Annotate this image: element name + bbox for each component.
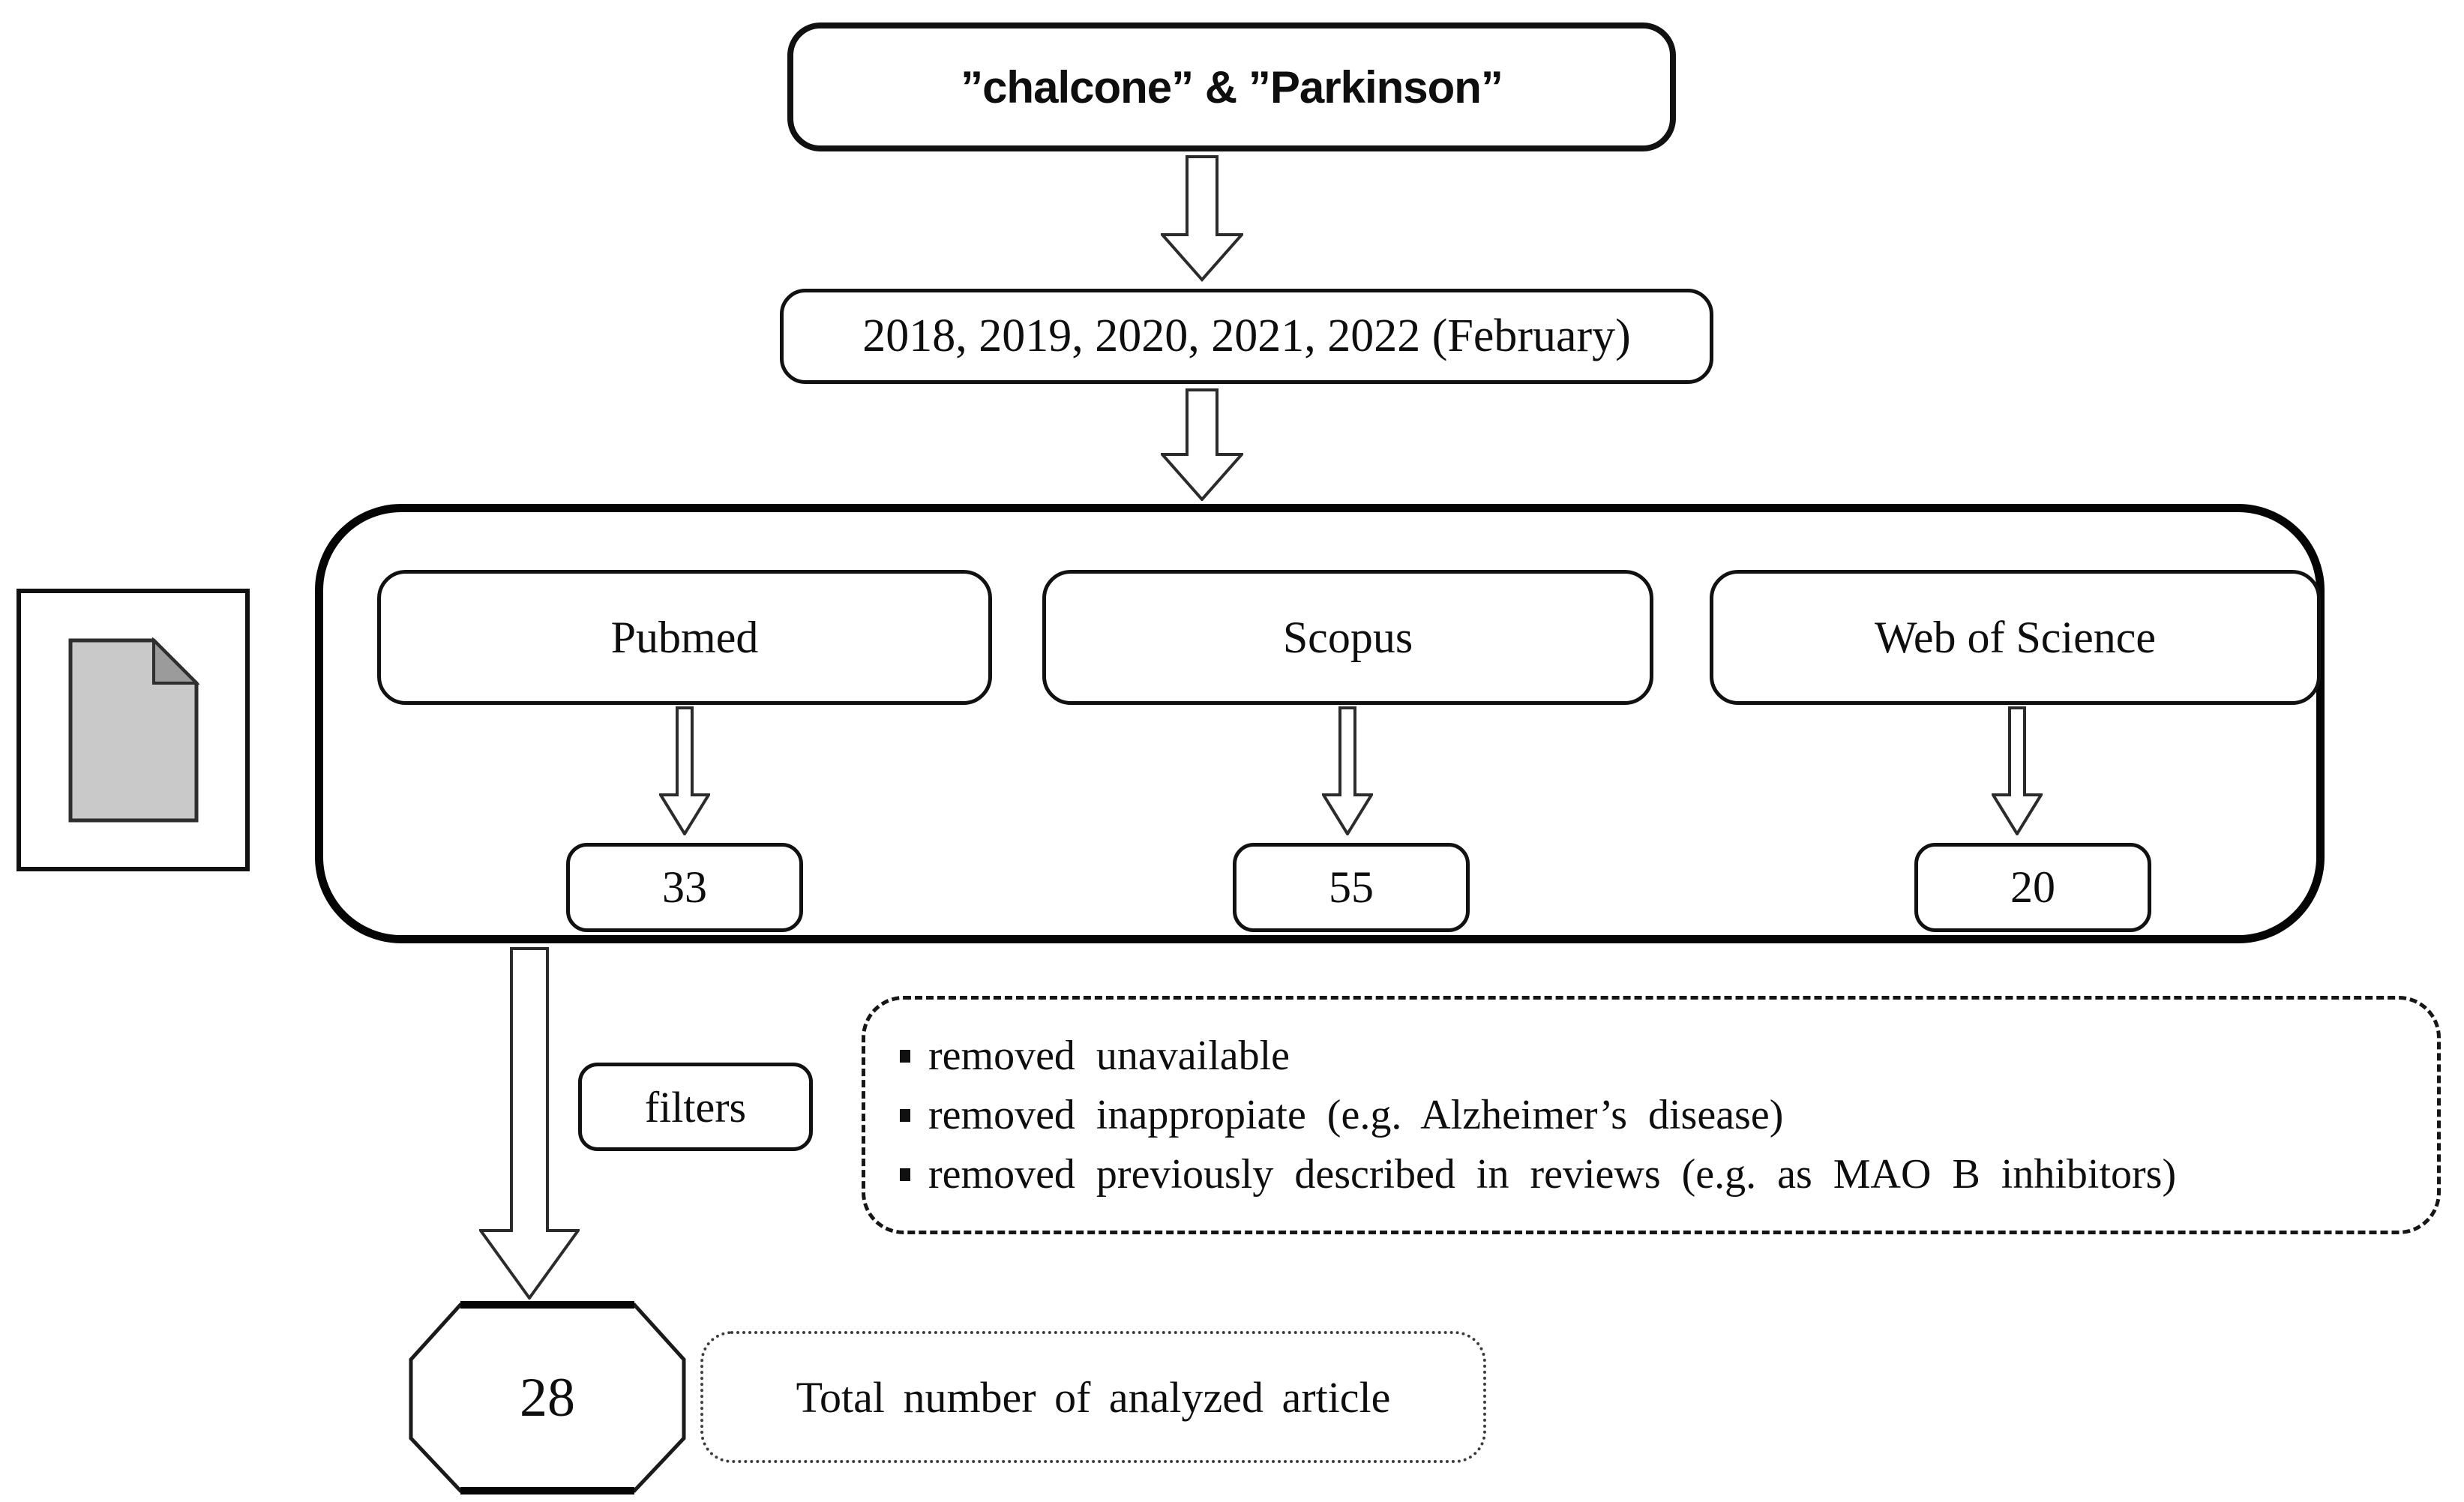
- database-box-web-of-science: Web of Science: [1710, 570, 2321, 705]
- bullet-icon: [900, 1168, 910, 1181]
- count-pubmed: 33: [662, 862, 707, 912]
- octagon-shape-icon: [409, 1301, 686, 1495]
- total-label-box: Total number of analyzed article: [700, 1331, 1486, 1463]
- count-box-web-of-science: 20: [1914, 843, 2151, 932]
- database-box-scopus: Scopus: [1042, 570, 1653, 705]
- count-box-pubmed: 33: [566, 843, 803, 932]
- filters-label: filters: [644, 1082, 747, 1132]
- down-arrow-icon: [1161, 155, 1243, 283]
- filter-criteria-item: removed unavailable: [900, 1027, 2407, 1086]
- down-arrow-icon: [659, 706, 710, 835]
- count-web-of-science: 20: [2010, 862, 2055, 912]
- down-arrow-icon: [1992, 706, 2043, 835]
- document-icon: [68, 637, 199, 822]
- result-octagon: 28: [407, 1301, 688, 1495]
- count-scopus: 55: [1329, 862, 1374, 912]
- years-box: 2018, 2019, 2020, 2021, 2022 (February): [780, 289, 1713, 384]
- database-label-scopus: Scopus: [1282, 612, 1413, 662]
- filter-criteria-box: removed unavailable removed inappropiate…: [862, 996, 2441, 1234]
- filter-criteria-text: removed unavailable: [928, 1032, 1290, 1079]
- filters-box: filters: [578, 1063, 813, 1151]
- total-label: Total number of analyzed article: [796, 1372, 1391, 1422]
- search-query-label: ”chalcone” & ”Parkinson”: [961, 61, 1503, 112]
- bullet-icon: [900, 1108, 910, 1122]
- final-count: 28: [520, 1366, 575, 1429]
- database-label-pubmed: Pubmed: [610, 612, 759, 662]
- document-frame: [16, 589, 250, 871]
- filter-criteria-text: removed inappropiate (e.g. Alzheimer’s d…: [928, 1091, 1784, 1138]
- down-arrow-icon: [1161, 388, 1243, 501]
- down-arrow-icon: [1322, 706, 1373, 835]
- bullet-icon: [900, 1049, 910, 1063]
- search-query-box: ”chalcone” & ”Parkinson”: [787, 22, 1676, 151]
- long-down-arrow-icon: [479, 947, 580, 1300]
- filter-criteria-text: removed previously described in reviews …: [928, 1150, 2177, 1198]
- years-label: 2018, 2019, 2020, 2021, 2022 (February): [862, 310, 1631, 361]
- database-box-pubmed: Pubmed: [377, 570, 992, 705]
- database-label-web-of-science: Web of Science: [1875, 612, 2156, 662]
- filter-criteria-item: removed inappropiate (e.g. Alzheimer’s d…: [900, 1086, 2407, 1145]
- filter-criteria-item: removed previously described in reviews …: [900, 1145, 2407, 1204]
- count-box-scopus: 55: [1233, 843, 1470, 932]
